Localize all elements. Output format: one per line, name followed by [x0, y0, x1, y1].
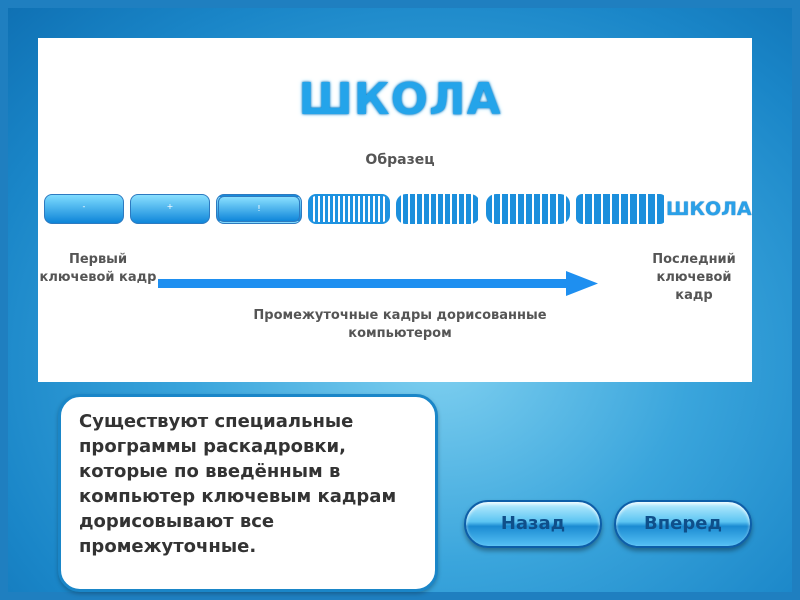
- intermediate-frame: !: [216, 194, 302, 224]
- frame-glyph: -: [82, 202, 86, 211]
- intermediate-frame: [308, 194, 390, 224]
- intermediate-frame: [396, 194, 480, 224]
- last-keyframe-label: Последний ключевой кадр: [652, 252, 736, 303]
- info-note: Существуют специальные программы раскадр…: [58, 394, 438, 592]
- forward-button[interactable]: Вперед: [614, 500, 752, 548]
- intermediate-frame: [486, 194, 570, 224]
- arrow-right-icon: [158, 271, 598, 296]
- keyframe-last: ШКОЛА: [666, 198, 752, 220]
- sample-label: Образец: [365, 152, 435, 168]
- intermediate-frames-label: Промежуточные кадры дорисованные компьют…: [253, 308, 547, 341]
- frame-glyph: !: [257, 204, 261, 213]
- intermediate-frame: [576, 194, 666, 224]
- frame-glyph: +: [166, 202, 174, 211]
- slide-title: ШКОЛА: [298, 74, 502, 125]
- keyframe-first: -: [44, 194, 124, 224]
- first-keyframe-label: Первый ключевой кадр: [39, 252, 157, 285]
- back-button[interactable]: Назад: [464, 500, 602, 548]
- animation-frames-strip: - + ! ШКОЛА: [44, 194, 754, 224]
- intermediate-frame: +: [130, 194, 210, 224]
